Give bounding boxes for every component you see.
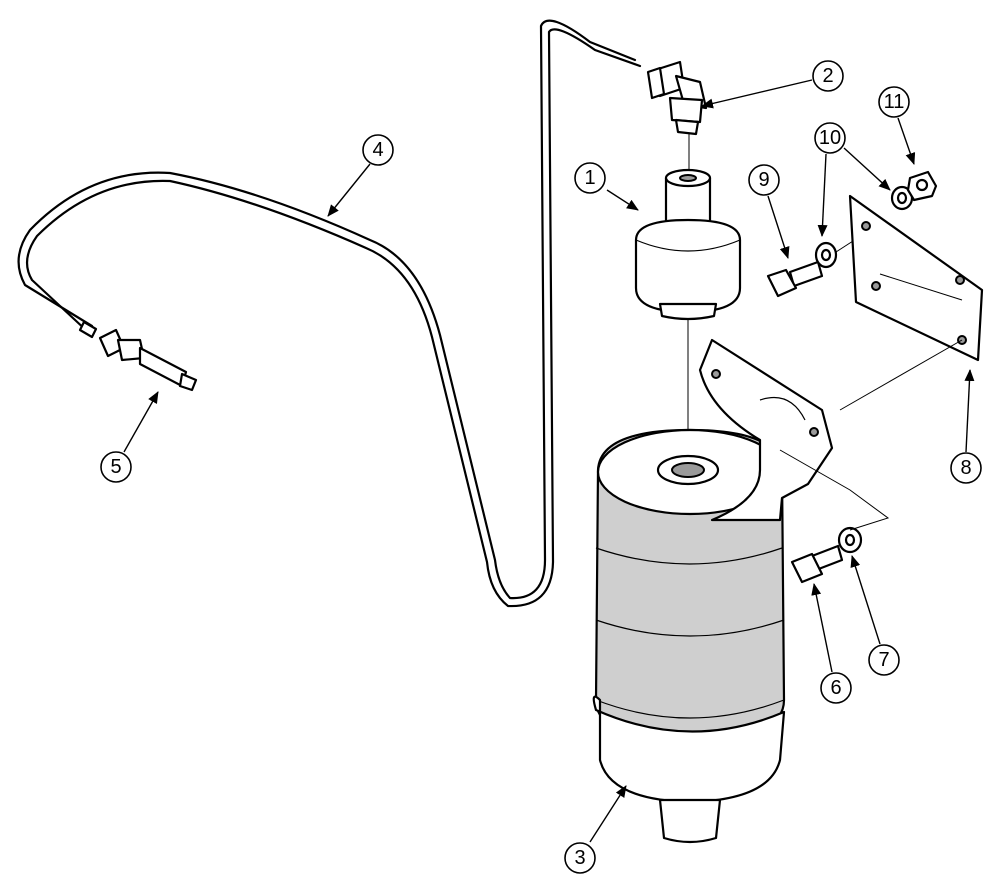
callout-10: 10 bbox=[814, 122, 891, 237]
tube-fitting bbox=[98, 328, 198, 392]
svg-text:7: 7 bbox=[878, 649, 889, 671]
svg-text:8: 8 bbox=[960, 457, 971, 479]
callout-7: 7 bbox=[850, 555, 900, 676]
svg-text:11: 11 bbox=[884, 91, 905, 113]
callout-11: 11 bbox=[878, 86, 916, 165]
svg-text:3: 3 bbox=[574, 847, 585, 869]
svg-text:9: 9 bbox=[758, 169, 769, 191]
elbow-fitting bbox=[646, 60, 708, 178]
callout-9: 9 bbox=[748, 164, 790, 259]
callout-5: 5 bbox=[100, 391, 159, 483]
svg-text:1: 1 bbox=[584, 167, 595, 189]
callout-2: 2 bbox=[701, 60, 844, 109]
bolt-and-washer-lower bbox=[779, 449, 890, 584]
callout-1: 1 bbox=[574, 162, 639, 211]
svg-text:4: 4 bbox=[372, 139, 383, 161]
mounting-bracket bbox=[698, 338, 834, 522]
callout-3: 3 bbox=[564, 785, 627, 874]
callout-8: 8 bbox=[950, 369, 982, 484]
svg-text:10: 10 bbox=[819, 127, 841, 149]
callout-6: 6 bbox=[811, 583, 852, 704]
refrigerant-tube bbox=[17, 19, 642, 608]
mounting-plate bbox=[839, 194, 984, 411]
pressure-switch bbox=[634, 168, 742, 460]
svg-text:2: 2 bbox=[822, 65, 833, 87]
svg-text:5: 5 bbox=[110, 456, 121, 478]
callout-4: 4 bbox=[327, 134, 394, 217]
washer-and-nut bbox=[890, 170, 938, 211]
svg-text:6: 6 bbox=[830, 677, 841, 699]
